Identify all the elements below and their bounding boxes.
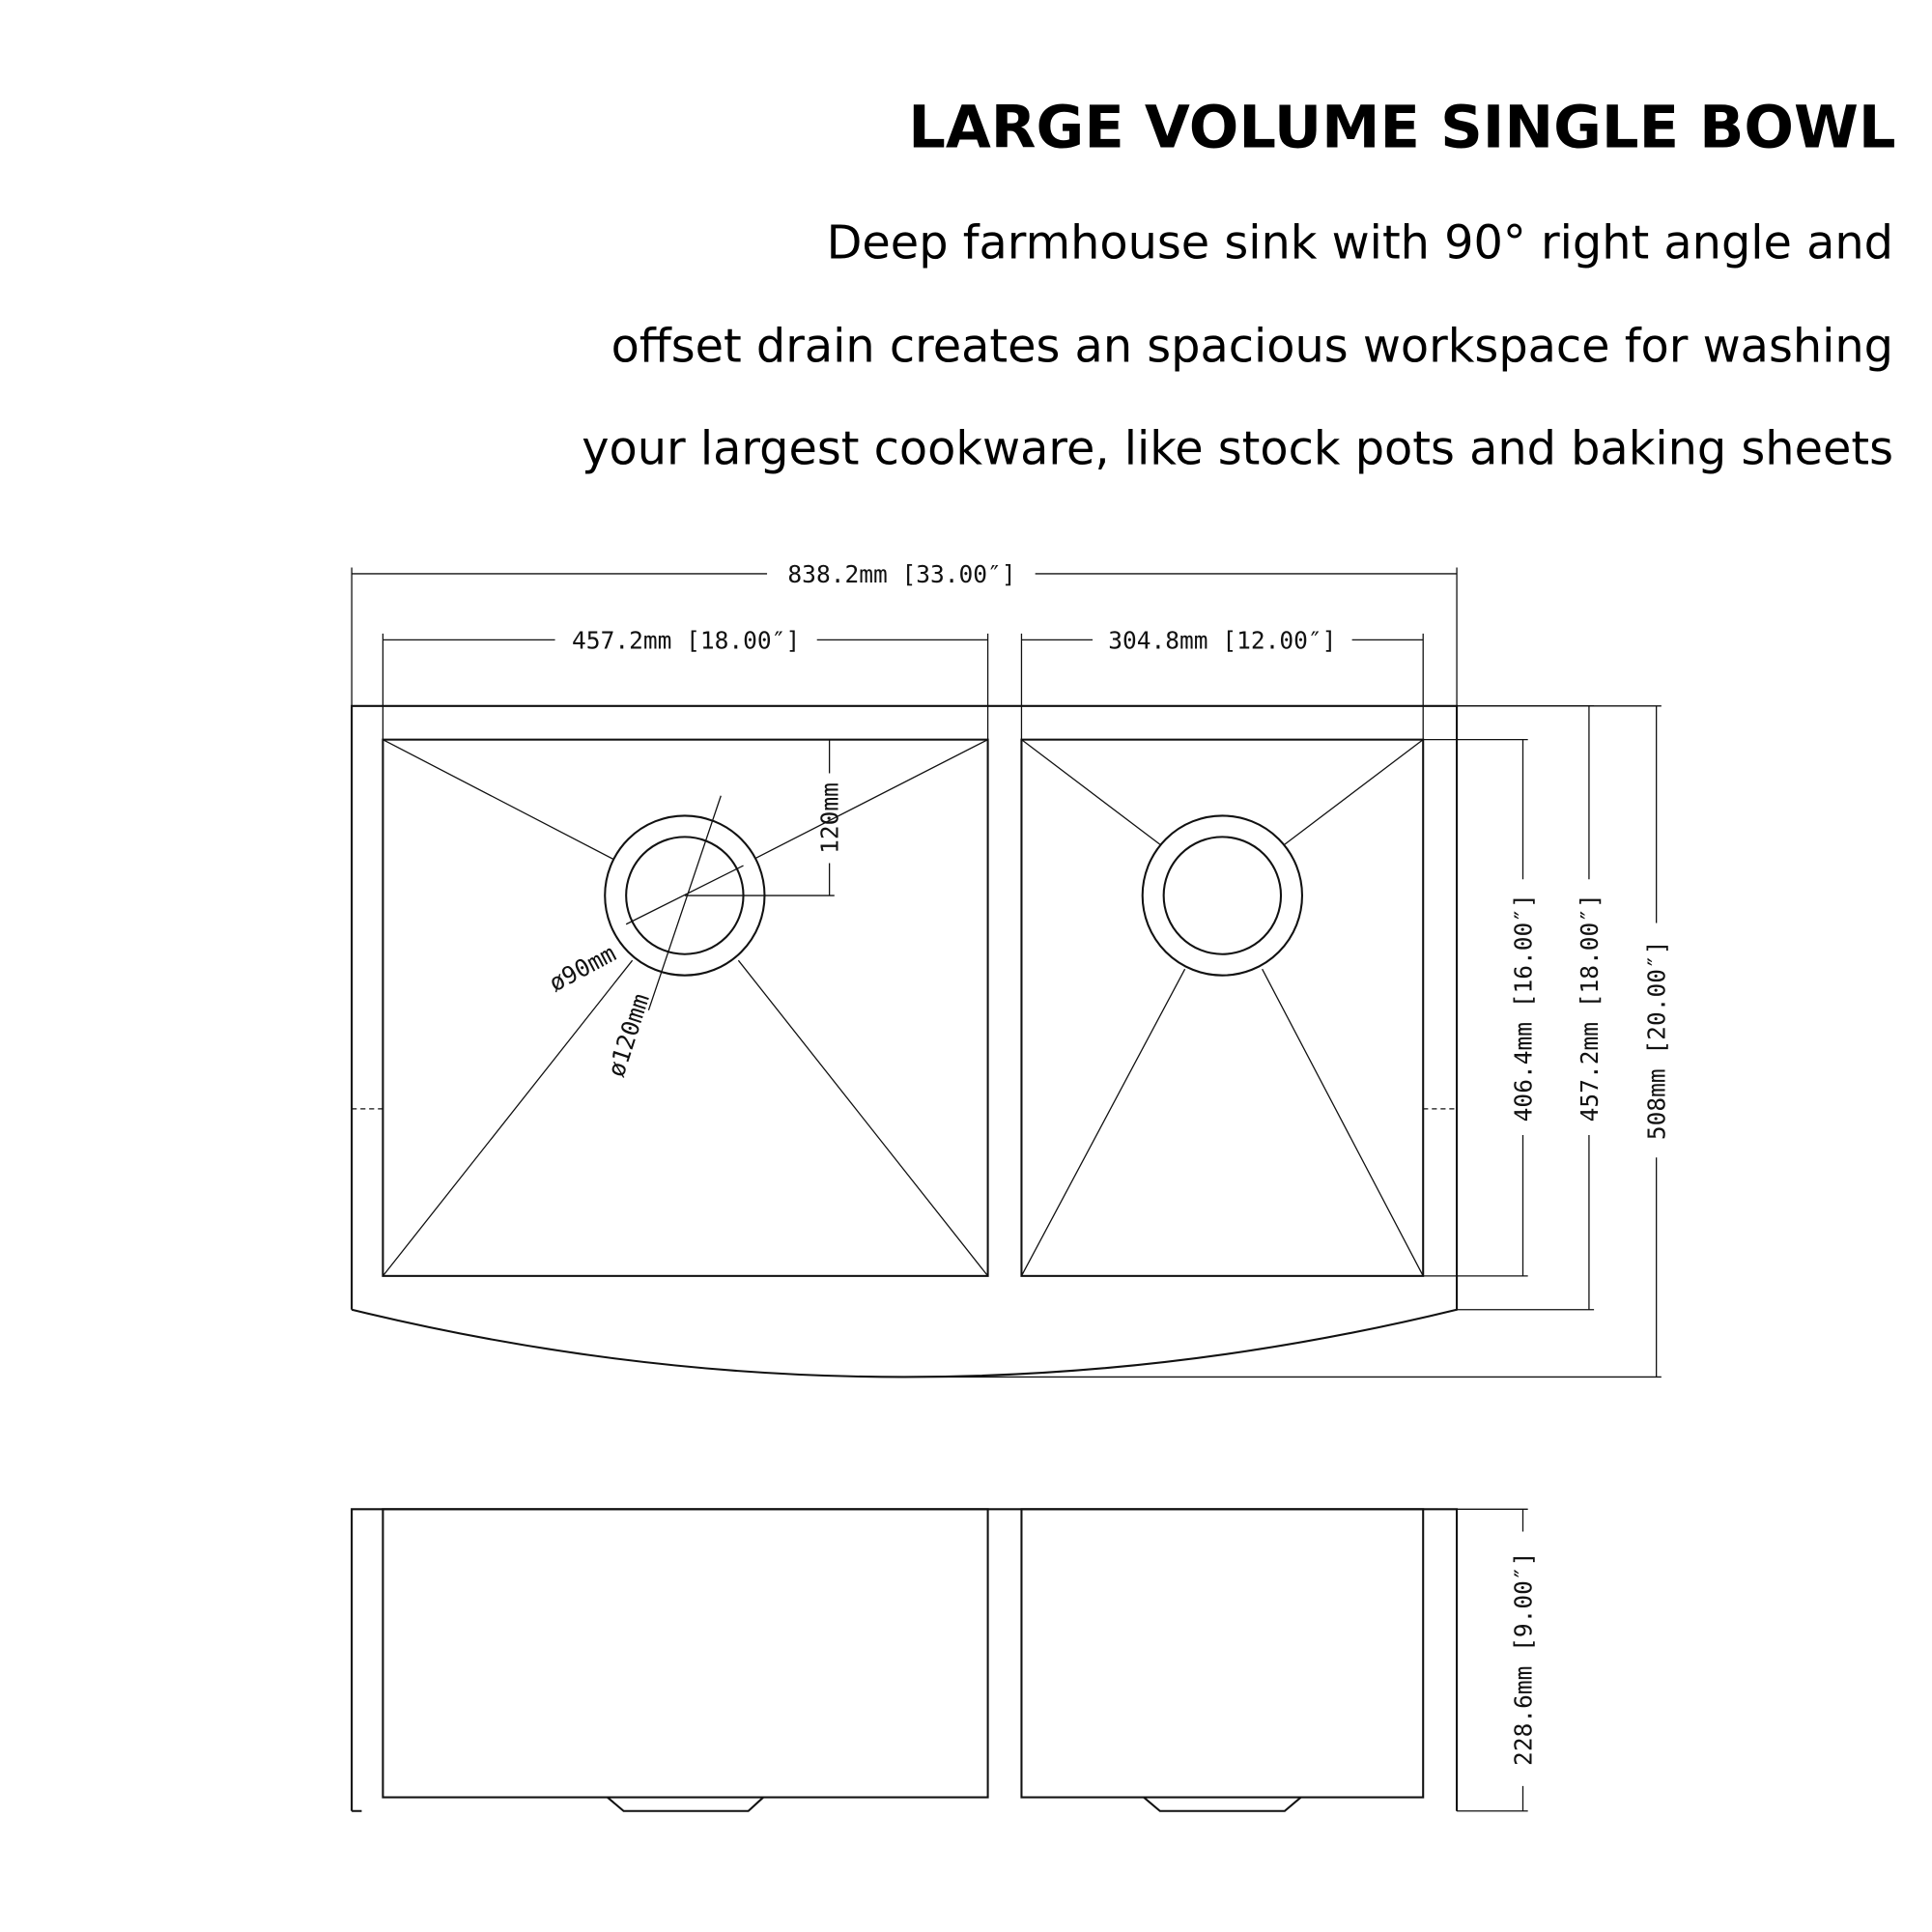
description-line-3: your largest cookware, like stock pots a… xyxy=(582,422,1893,475)
overall-depth-dim-line xyxy=(897,705,1662,1378)
left-bowl xyxy=(382,738,989,1277)
drain-offset-dim-line xyxy=(684,739,835,896)
left-bowl-side xyxy=(382,1508,989,1799)
overall-depth-label: 508mm [20.00″] xyxy=(1643,941,1671,1141)
side-view: 228.6mm [9.00″] xyxy=(351,1508,1538,1812)
drain-inner-diameter-label: ø90mm xyxy=(544,939,620,997)
right-drain-outer xyxy=(1141,814,1303,977)
right-bowl-side xyxy=(1020,1508,1425,1799)
right-drain-inner xyxy=(1162,836,1283,955)
left-bowl-slope-lines xyxy=(382,739,989,1277)
top-depth-label: 457.2mm [18.00″] xyxy=(1576,894,1604,1122)
right-bowl-slope-lines xyxy=(1020,739,1424,1277)
page-title: LARGE VOLUME SINGLE BOWL xyxy=(908,94,1895,161)
top-view: 838.2mm [33.00″] 457.2mm [18.00″] 304.8m… xyxy=(351,560,1671,1378)
description-line-1: Deep farmhouse sink with 90° right angle… xyxy=(827,216,1893,270)
right-bowl-width-label: 304.8mm [12.00″] xyxy=(1108,626,1336,654)
bowl-height-dim-line xyxy=(1457,1508,1528,1812)
left-bowl-width-dim-line xyxy=(382,633,989,740)
overall-width-dim-line xyxy=(351,567,1458,706)
description-line-2: offset drain creates an spacious workspa… xyxy=(611,320,1893,373)
drain-offset-label: 120mm xyxy=(816,782,844,854)
left-bowl-width-label: 457.2mm [18.00″] xyxy=(572,626,800,654)
drain-outer-diameter-label: ø120mm xyxy=(602,990,655,1080)
bowl-depth-dim-line xyxy=(1423,739,1528,1277)
right-bowl-width-dim-line xyxy=(1020,633,1424,740)
drain-diameter-dim-lines xyxy=(625,795,744,1011)
left-drain-side xyxy=(607,1796,764,1812)
right-drain-side xyxy=(1143,1796,1302,1812)
side-outline xyxy=(351,1508,1459,1812)
overall-width-label: 838.2mm [33.00″] xyxy=(787,560,1015,588)
bowl-height-label: 228.6mm [9.00″] xyxy=(1510,1552,1538,1766)
bowl-depth-label: 406.4mm [16.00″] xyxy=(1510,894,1538,1122)
right-bowl xyxy=(1020,738,1425,1277)
